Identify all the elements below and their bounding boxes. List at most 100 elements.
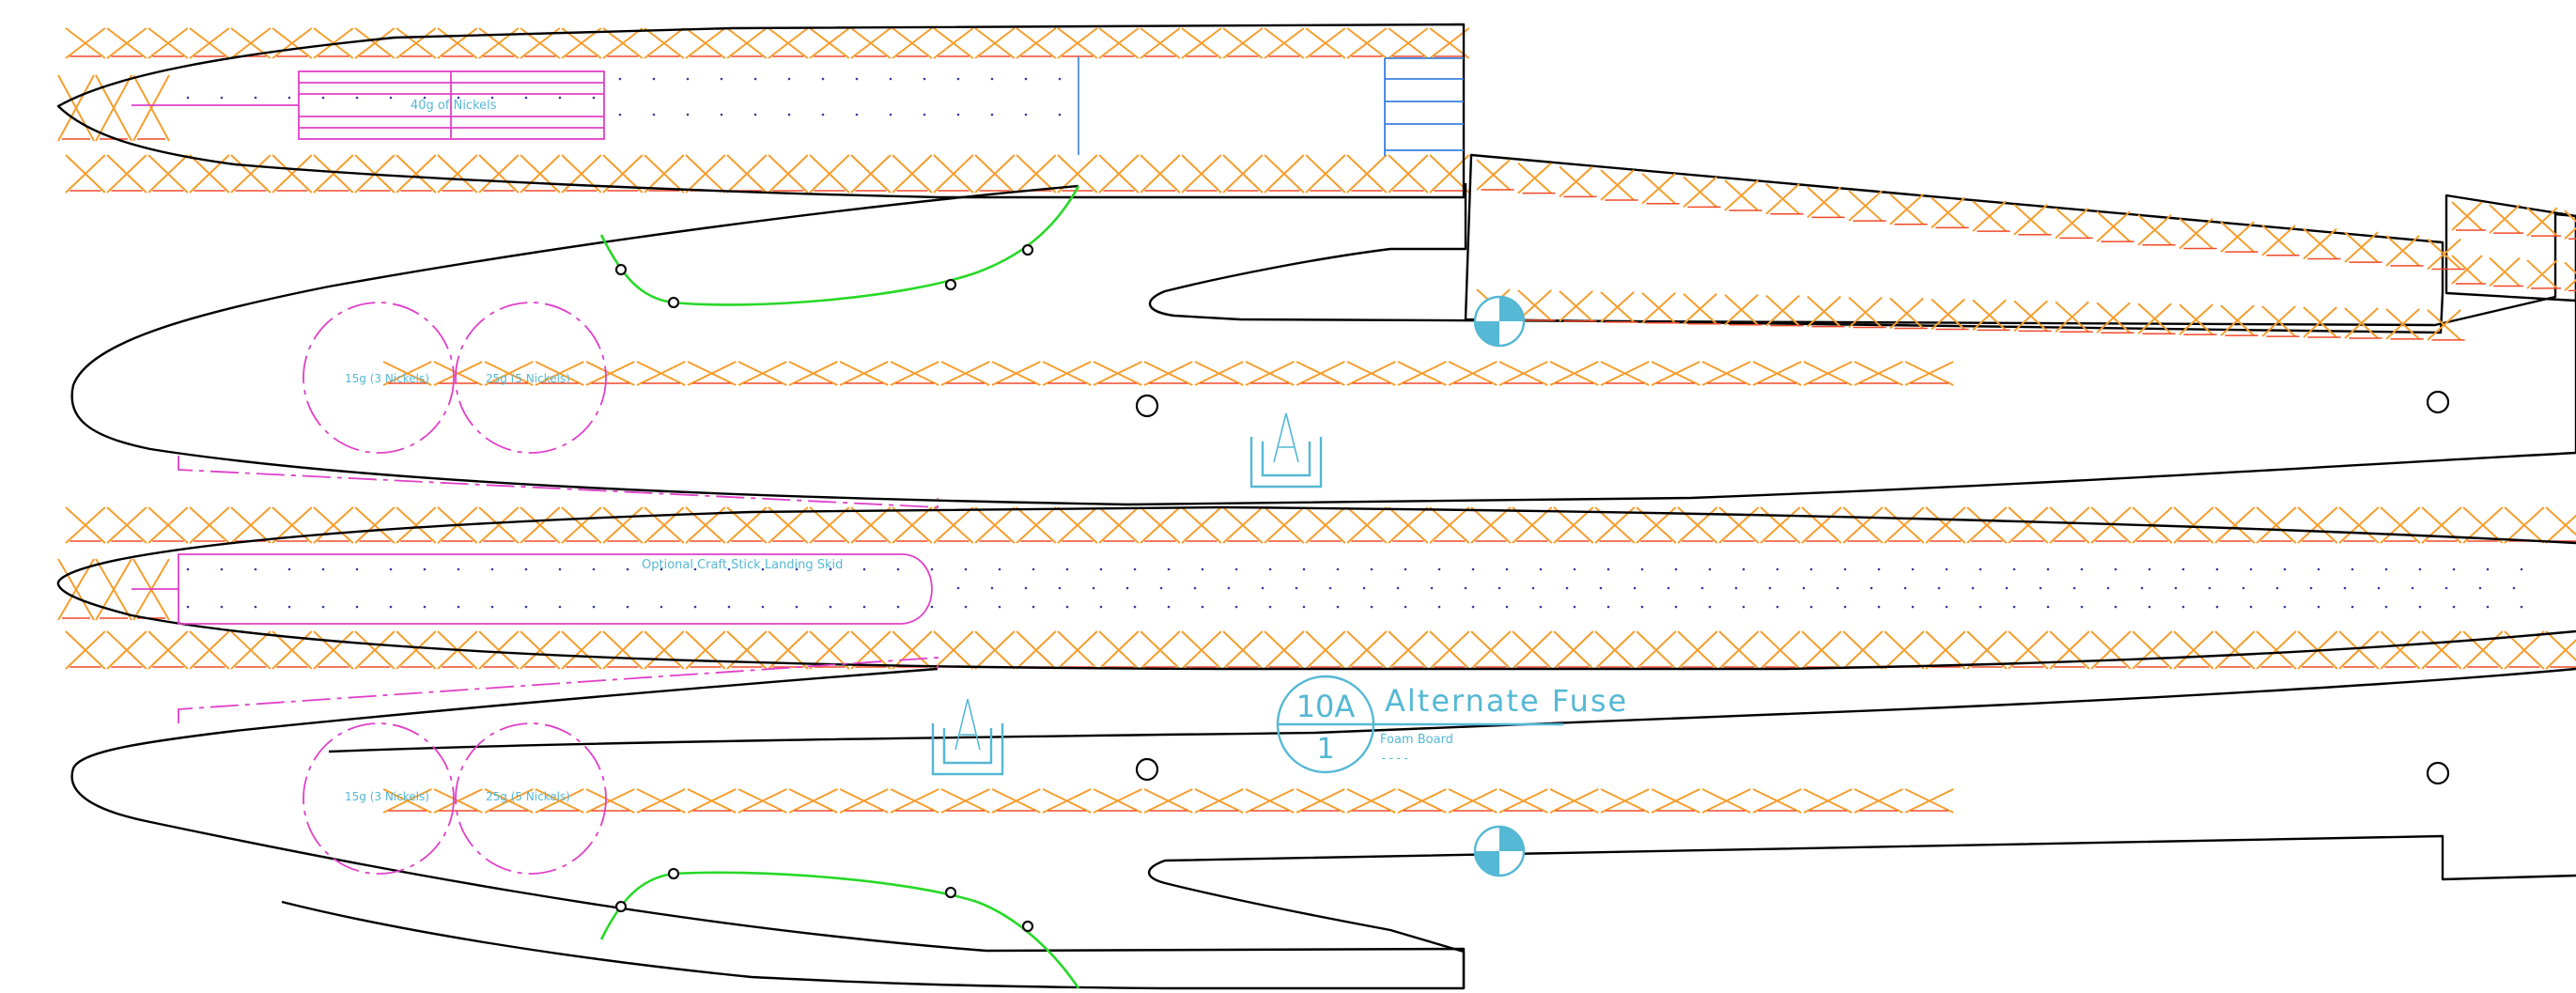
- hatch-mark: [839, 788, 889, 814]
- grid-dot: [1261, 586, 1265, 590]
- hatch-mark: [892, 506, 933, 544]
- hatch-mark: [1016, 630, 1057, 670]
- grid-dot: [389, 605, 393, 609]
- hatch-mark: [2261, 305, 2296, 337]
- grid-dot: [1437, 605, 1441, 609]
- hatch-mark: [1553, 506, 1594, 544]
- hatch-mark: [2338, 506, 2380, 544]
- hatch-mark: [1098, 27, 1140, 59]
- hatch-mark: [95, 558, 132, 621]
- hatch-mark: [2220, 221, 2255, 253]
- grid-dot: [1024, 77, 1028, 81]
- hatch-mark: [602, 506, 644, 544]
- grid-dot: [1599, 586, 1603, 590]
- hatch-mark: [433, 788, 483, 814]
- pin-hole: [667, 296, 680, 309]
- grid-dot: [457, 96, 460, 100]
- hatch-mark: [940, 361, 990, 386]
- grid-dot: [2283, 605, 2287, 609]
- grid-dot: [660, 605, 663, 609]
- hatch-mark: [1512, 506, 1553, 544]
- hatch-mark: [2421, 630, 2462, 670]
- hatch-mark: [1194, 788, 1244, 814]
- grid-dot: [660, 567, 663, 571]
- lower-boom-part: Optional Craft Stick Landing Skid: [56, 505, 2576, 671]
- grid-dot: [2444, 586, 2448, 590]
- hatch-mark: [644, 630, 685, 670]
- grid-dot: [2478, 586, 2482, 590]
- pin-hole: [614, 900, 628, 913]
- grid-dot: [1573, 605, 1576, 609]
- grid-dot: [1167, 567, 1171, 571]
- hatch-mark: [520, 154, 561, 194]
- grid-dot: [626, 567, 629, 571]
- alignment-hole: [2426, 390, 2450, 414]
- lower-side-profile-outline: [70, 667, 1466, 990]
- grid-dot: [423, 96, 427, 100]
- grid-dot: [1032, 567, 1035, 571]
- hatch-mark: [2564, 209, 2576, 223]
- grid-dot: [490, 567, 494, 571]
- hatch-mark: [230, 506, 272, 544]
- label-40g-nickels: 40g of Nickels: [411, 99, 497, 113]
- hatch-mark: [1752, 361, 1802, 386]
- grid-dot: [2012, 605, 2016, 609]
- alignment-hole: [2426, 761, 2450, 785]
- pin-hole: [614, 263, 628, 276]
- hatch-mark: [1854, 361, 1903, 386]
- upper-boom-dot-grid: [186, 77, 1062, 116]
- hatch-mark: [1305, 630, 1346, 670]
- grid-dot: [254, 567, 257, 571]
- grid-dot: [1776, 567, 1779, 571]
- hatch-mark: [561, 630, 602, 670]
- upper-right-boom-hatch: [1476, 159, 2576, 341]
- hatch-mark: [1641, 172, 1676, 205]
- hatch-mark: [585, 788, 635, 814]
- hatch-mark: [1925, 506, 1966, 544]
- hatch-mark: [147, 154, 189, 194]
- hatch-mark: [1305, 27, 1346, 59]
- ballast-circle-15g-bottom: [303, 722, 455, 875]
- hatch-mark: [2179, 217, 2213, 250]
- grid-dot: [1843, 567, 1847, 571]
- grid-dot: [2275, 586, 2279, 590]
- grid-dot: [1877, 567, 1881, 571]
- hatch-mark: [1057, 506, 1098, 544]
- grid-dot: [753, 113, 757, 116]
- grid-dot: [1159, 586, 1163, 590]
- grid-dot: [727, 567, 731, 571]
- grid-dot: [1268, 605, 1272, 609]
- hatch-mark: [147, 630, 189, 670]
- sheet-material-underline: ----: [1380, 752, 1409, 766]
- hatch-mark: [57, 558, 95, 621]
- grid-dot: [1133, 605, 1137, 609]
- grid-dot: [761, 605, 765, 609]
- landing-skid-outline-upper: [178, 456, 939, 508]
- grid-dot: [1404, 605, 1407, 609]
- grid-dot: [821, 113, 825, 116]
- hatch-mark: [1388, 630, 1429, 670]
- grid-dot: [964, 605, 968, 609]
- hatch-mark: [1854, 788, 1903, 814]
- hatch-mark: [484, 788, 534, 814]
- hatch-mark: [1683, 176, 1717, 209]
- grid-dot: [1302, 605, 1306, 609]
- grid-dot: [956, 113, 960, 116]
- grid-dot: [2005, 586, 2009, 590]
- hatch-mark: [106, 630, 147, 670]
- grid-dot: [1065, 605, 1069, 609]
- grid-dot: [1836, 586, 1839, 590]
- hatch-mark: [1641, 292, 1676, 324]
- hatch-mark: [2338, 630, 2380, 670]
- hatch-mark: [1098, 630, 1140, 670]
- grid-dot: [2343, 586, 2347, 590]
- hatch-mark: [1801, 506, 1842, 544]
- hatch-mark: [1093, 361, 1142, 386]
- hatch-mark: [1904, 361, 1954, 386]
- hatch-mark: [1222, 630, 1264, 670]
- hatch-mark: [726, 27, 768, 59]
- grid-dot: [1979, 567, 1982, 571]
- grid-dot: [2249, 567, 2253, 571]
- hatch-mark: [1801, 630, 1842, 670]
- hatch-mark: [1098, 506, 1140, 544]
